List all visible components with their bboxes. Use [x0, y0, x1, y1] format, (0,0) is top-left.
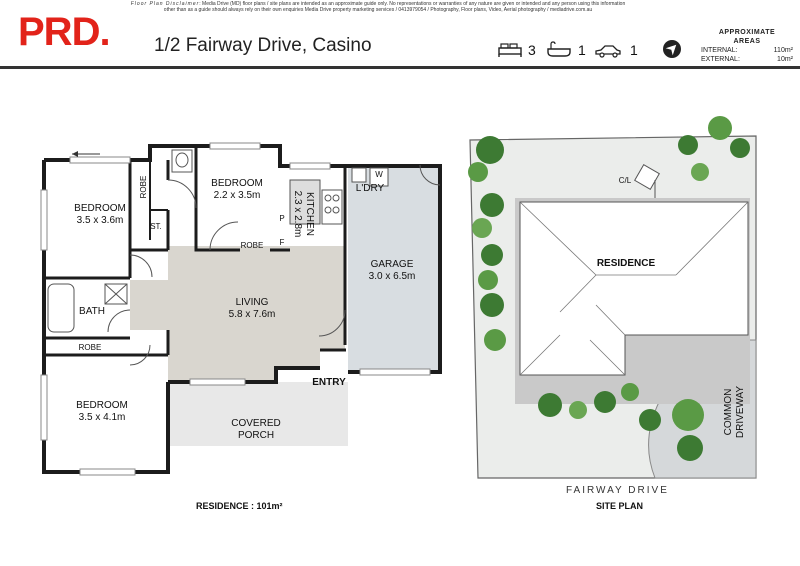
garage-label: GARAGE 3.0 x 6.5m: [352, 259, 432, 283]
laundry-label: L'DRY: [355, 183, 385, 194]
robe3-label: ROBE: [78, 343, 102, 352]
living-label: LIVING 5.8 x 7.6m: [212, 297, 292, 321]
robe2-label: ROBE: [240, 241, 264, 250]
living-name: LIVING: [235, 297, 269, 308]
porch-label: COVERED PORCH: [216, 418, 296, 442]
porch-line1: COVERED: [231, 418, 281, 429]
property-address: 1/2 Fairway Drive, Casino: [154, 35, 372, 56]
bedroom3-name: BEDROOM: [76, 400, 128, 411]
bath-label: BATH: [79, 306, 105, 317]
external-label: EXTERNAL:: [701, 56, 740, 63]
garage-size: 3.0 x 6.5m: [368, 271, 416, 282]
fridge-label: F: [279, 238, 285, 247]
bath-icon: [547, 41, 571, 57]
disclaimer: Floor Plan Disclaimer: Media Drive (MD) …: [128, 1, 628, 13]
driveway-label: COMMON DRIVEWAY: [723, 372, 747, 452]
storage-label: ST.: [150, 222, 162, 231]
driveway-line2: DRIVEWAY: [735, 385, 746, 439]
residence-label: RESIDENCE: [596, 258, 656, 269]
hallway-area: [130, 280, 170, 330]
cl-label: C/L: [618, 176, 632, 185]
bedroom3-size: 3.5 x 4.1m: [78, 412, 126, 423]
living-size: 5.8 x 7.6m: [228, 309, 276, 320]
residence-caption: RESIDENCE : 101m²: [196, 501, 283, 511]
pantry-label: P: [279, 214, 285, 223]
porch-line2: PORCH: [237, 430, 275, 441]
bedroom2-label: BEDROOM 2.2 x 3.5m: [197, 178, 277, 202]
internal-label: INTERNAL:: [701, 47, 738, 54]
driveway-line1: COMMON: [723, 388, 734, 436]
trees: [468, 116, 750, 461]
internal-value: 110m²: [773, 47, 793, 54]
compass-icon: [663, 40, 681, 58]
bed-icon: [498, 43, 522, 57]
car-icon: [595, 45, 621, 58]
living-area: [168, 246, 345, 382]
garage-area: [348, 166, 438, 372]
areas-heading-1: APPROXIMATE: [718, 29, 776, 36]
washer-label: W: [375, 170, 383, 179]
street-name: FAIRWAY DRIVE: [566, 485, 669, 496]
disclaimer-title: Floor Plan Disclaimer: [130, 1, 200, 7]
areas-heading-2: AREAS: [733, 38, 761, 45]
bathrooms-count: 1: [578, 42, 586, 58]
approximate-areas: APPROXIMATE AREAS INTERNAL: 110m² EXTERNA…: [701, 28, 793, 64]
external-value: 10m²: [777, 56, 793, 63]
disclaimer-text: : Media Drive (MD) floor plans / site pl…: [163, 1, 626, 13]
bedroom2-name: BEDROOM: [211, 178, 263, 189]
porch-area: [168, 382, 348, 446]
cars-count: 1: [630, 42, 638, 58]
bedroom1-name: BEDROOM: [74, 203, 126, 214]
bedroom1-size: 3.5 x 3.6m: [76, 215, 124, 226]
prd-logo: PRD.: [18, 10, 111, 54]
bedrooms-count: 3: [528, 42, 536, 58]
entry-label: ENTRY: [312, 377, 346, 388]
garage-name: GARAGE: [370, 259, 414, 270]
bedroom1-label: BEDROOM 3.5 x 3.6m: [60, 203, 140, 227]
site-plan-caption: SITE PLAN: [596, 501, 644, 511]
bedroom3-label: BEDROOM 3.5 x 4.1m: [62, 400, 142, 424]
header-rule: [0, 66, 800, 69]
bedroom2-size: 2.2 x 3.5m: [213, 190, 261, 201]
